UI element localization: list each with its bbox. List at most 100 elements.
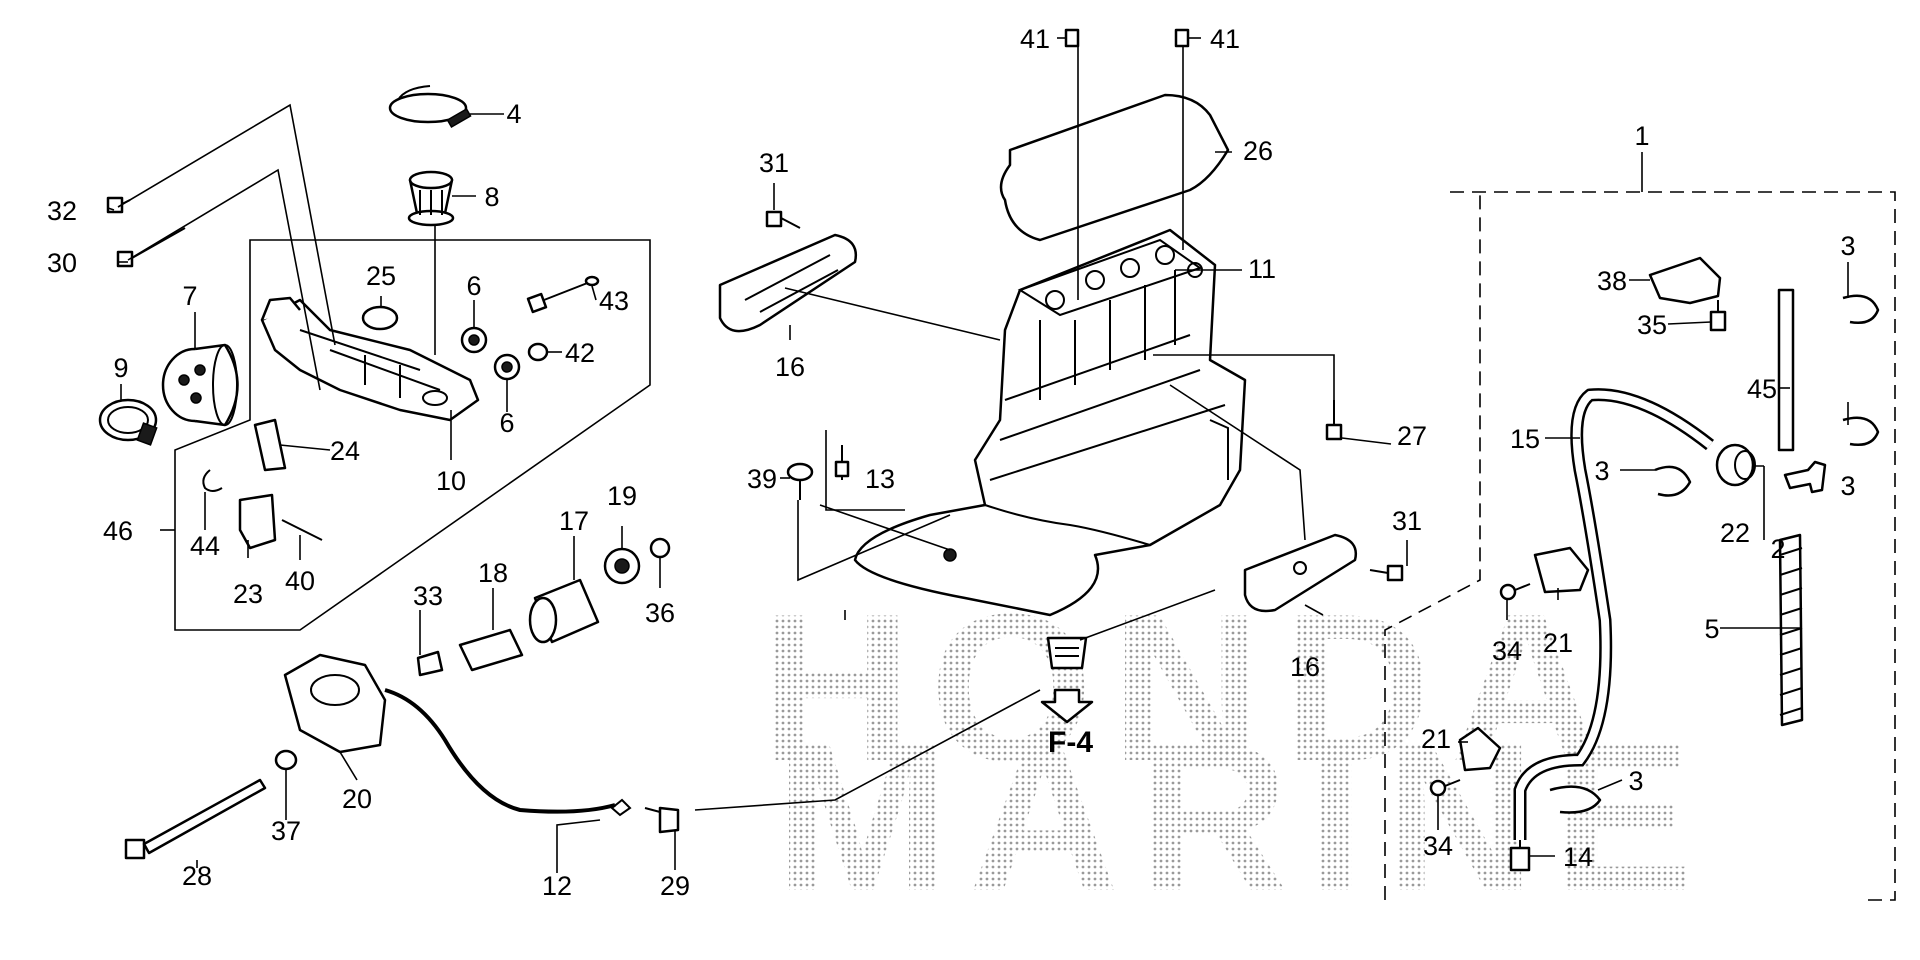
callout-43: 43 xyxy=(599,286,629,316)
callout-35: 35 xyxy=(1637,310,1667,340)
part-12-ground-terminal xyxy=(610,798,632,817)
callout-4: 4 xyxy=(506,99,521,129)
part-16-cover-lower xyxy=(1243,533,1358,613)
part-36-washer xyxy=(649,537,671,559)
part-14-fitting xyxy=(1509,840,1531,872)
callout-28: 28 xyxy=(182,861,212,891)
callout-46: 46 xyxy=(103,516,133,546)
callout-21-b: 21 xyxy=(1421,724,1451,754)
part-9-hose-clamp xyxy=(98,398,158,446)
callout-33: 33 xyxy=(413,581,443,611)
part-12-ground-cable xyxy=(384,688,616,814)
callout-31-b: 31 xyxy=(1392,506,1422,536)
f4-reference-label: F-4 xyxy=(1048,726,1093,759)
part-8-grommet xyxy=(407,170,455,227)
callout-26: 26 xyxy=(1243,136,1273,166)
callout-44: 44 xyxy=(190,531,220,561)
callout-16-b: 16 xyxy=(1290,652,1320,682)
part-39-screw xyxy=(786,462,814,500)
callout-5: 5 xyxy=(1704,614,1719,644)
part-41-dowel-pin-left xyxy=(1064,28,1080,48)
part-10-shift-bracket xyxy=(260,296,480,422)
part-40-screw xyxy=(281,519,323,541)
callout-27: 27 xyxy=(1397,421,1427,451)
callout-39: 39 xyxy=(747,464,777,494)
callout-34-a: 34 xyxy=(1492,636,1522,666)
callout-24: 24 xyxy=(330,436,360,466)
part-42-nut xyxy=(527,342,549,362)
callout-labels: 1 2 3 3 3 3 4 5 6 6 7 8 9 10 11 12 14 15… xyxy=(47,24,1856,901)
callout-6-b: 6 xyxy=(499,408,514,438)
callout-17: 17 xyxy=(559,506,589,536)
part-15-hose-inner xyxy=(1516,390,1713,840)
callout-37: 37 xyxy=(271,816,301,846)
part-43-bolt xyxy=(526,275,600,314)
part-29-bolt xyxy=(644,806,680,834)
part-20-mount-housing xyxy=(283,653,387,754)
callout-30: 30 xyxy=(47,248,77,278)
callout-15: 15 xyxy=(1510,424,1540,454)
part-41-dowel-pin-right xyxy=(1174,28,1190,48)
part-11-gear-case xyxy=(853,228,1247,617)
part-6-collar-lower xyxy=(493,353,521,381)
callout-12: 12 xyxy=(542,871,572,901)
callout-9: 9 xyxy=(113,353,128,383)
part-30-bolt xyxy=(116,227,186,268)
part-4-band-clamp xyxy=(388,85,472,128)
part-18-sleeve xyxy=(458,628,524,672)
part-3-clip-b xyxy=(1842,416,1880,446)
callout-25: 25 xyxy=(366,261,396,291)
callout-45: 45 xyxy=(1747,374,1777,404)
callout-6-a: 6 xyxy=(466,271,481,301)
callout-36: 36 xyxy=(645,598,675,628)
callout-29: 29 xyxy=(660,871,690,901)
part-2-elbow xyxy=(1783,460,1827,494)
part-13-fitting xyxy=(834,445,850,480)
part-28-long-bolt xyxy=(124,778,267,860)
part-3-clip-c xyxy=(1654,465,1692,497)
callout-22: 22 xyxy=(1720,518,1750,548)
part-3-clip-d xyxy=(1549,785,1602,814)
part-16-cover-upper xyxy=(718,233,858,333)
callout-41-a: 41 xyxy=(1020,24,1050,54)
part-21-clamp-upper xyxy=(1533,546,1590,594)
part-23-bracket xyxy=(238,493,277,550)
callout-38: 38 xyxy=(1597,266,1627,296)
callout-42: 42 xyxy=(565,338,595,368)
callout-19: 19 xyxy=(607,481,637,511)
part-31-bolt-lower xyxy=(1369,564,1404,582)
watermark-line-2: MARINE xyxy=(775,700,1711,935)
callout-18: 18 xyxy=(478,558,508,588)
part-7-plug xyxy=(161,343,239,427)
part-35-fitting xyxy=(1709,300,1727,332)
part-37-washer xyxy=(274,749,298,771)
part-25-cap xyxy=(361,305,399,331)
part-17-rubber-mount xyxy=(528,578,600,644)
callout-1: 1 xyxy=(1634,121,1649,151)
part-21-clamp-lower xyxy=(1458,726,1502,772)
part-45-tube xyxy=(1777,288,1795,452)
part-33-collar xyxy=(416,650,444,677)
callout-8: 8 xyxy=(484,182,499,212)
callout-13: 13 xyxy=(865,464,895,494)
part-27-bolt xyxy=(1325,400,1343,441)
honda-marine-watermark: HONDA MARINE xyxy=(760,570,1711,935)
hose-kit-group-frame xyxy=(1384,191,1896,901)
callout-10: 10 xyxy=(436,466,466,496)
part-24-plate xyxy=(253,418,287,472)
callout-3-b: 3 xyxy=(1840,471,1855,501)
f4-grommet xyxy=(1046,636,1088,670)
callout-3-c: 3 xyxy=(1594,456,1609,486)
callout-7: 7 xyxy=(182,281,197,311)
callout-21-a: 21 xyxy=(1543,628,1573,658)
callout-23: 23 xyxy=(233,579,263,609)
callout-40: 40 xyxy=(285,566,315,596)
part-34-screw-upper xyxy=(1499,583,1531,601)
callout-16-a: 16 xyxy=(775,352,805,382)
callout-34-b: 34 xyxy=(1423,831,1453,861)
f4-reference-arrow xyxy=(1040,688,1094,724)
callout-2: 2 xyxy=(1770,534,1785,564)
part-19-bushing xyxy=(603,547,641,585)
part-31-bolt-upper xyxy=(765,210,801,229)
